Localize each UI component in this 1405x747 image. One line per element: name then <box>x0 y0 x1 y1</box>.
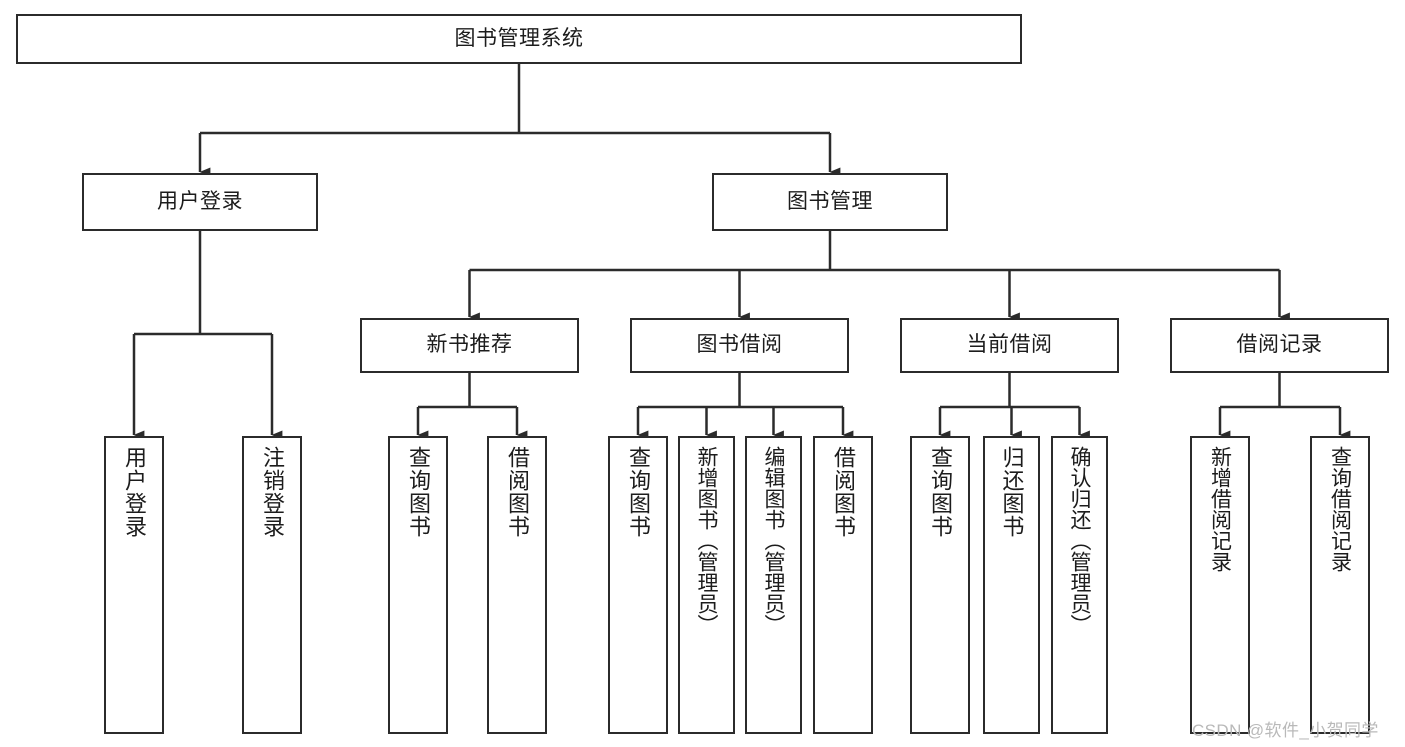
node-label-current-borrow: 当前借阅 <box>966 333 1053 357</box>
node-label-leaf-br-add: 新增借阅记录 <box>1208 446 1232 572</box>
node-root[interactable]: 图书管理系统 <box>16 14 1022 64</box>
node-label-root: 图书管理系统 <box>454 26 584 50</box>
node-label-user-login: 用户登录 <box>157 189 243 213</box>
node-label-leaf-bb-query: 查询图书 <box>626 446 651 538</box>
node-label-new-book-rec: 新书推荐 <box>426 333 513 357</box>
node-label-leaf-user-logout: 注销登录 <box>260 446 285 538</box>
node-leaf-rec-borrow[interactable]: 借阅图书 <box>487 436 547 734</box>
node-label-book-manage: 图书管理 <box>787 189 873 213</box>
node-label-book-borrow: 图书借阅 <box>696 333 783 357</box>
node-leaf-bb-edit[interactable]: 编辑图书（管理员） <box>745 436 802 734</box>
node-label-leaf-user-login: 用户登录 <box>122 446 147 538</box>
node-leaf-bb-borrow[interactable]: 借阅图书 <box>813 436 873 734</box>
node-label-borrow-record: 借阅记录 <box>1236 333 1323 357</box>
node-label-leaf-br-query: 查询借阅记录 <box>1328 446 1352 572</box>
node-leaf-bb-add[interactable]: 新增图书（管理员） <box>678 436 735 734</box>
node-label-leaf-bb-edit: 编辑图书（管理员） <box>762 446 785 635</box>
node-label-leaf-rec-query: 查询图书 <box>406 446 431 538</box>
node-label-leaf-bb-borrow: 借阅图书 <box>831 446 856 538</box>
node-label-leaf-bb-add: 新增图书（管理员） <box>695 446 718 635</box>
node-leaf-br-query[interactable]: 查询借阅记录 <box>1310 436 1370 734</box>
node-leaf-bb-query[interactable]: 查询图书 <box>608 436 668 734</box>
node-leaf-cb-confirm[interactable]: 确认归还（管理员） <box>1051 436 1108 734</box>
node-new-book-rec[interactable]: 新书推荐 <box>360 318 579 373</box>
node-leaf-cb-return[interactable]: 归还图书 <box>983 436 1040 734</box>
node-label-leaf-cb-return: 归还图书 <box>999 446 1025 538</box>
node-label-leaf-cb-confirm: 确认归还（管理员） <box>1068 446 1091 635</box>
node-current-borrow[interactable]: 当前借阅 <box>900 318 1119 373</box>
node-label-leaf-cb-query: 查询图书 <box>928 446 953 538</box>
node-leaf-user-logout[interactable]: 注销登录 <box>242 436 302 734</box>
node-leaf-rec-query[interactable]: 查询图书 <box>388 436 448 734</box>
node-label-leaf-rec-borrow: 借阅图书 <box>505 446 530 538</box>
node-book-manage[interactable]: 图书管理 <box>712 173 948 231</box>
node-borrow-record[interactable]: 借阅记录 <box>1170 318 1389 373</box>
node-leaf-br-add[interactable]: 新增借阅记录 <box>1190 436 1250 734</box>
node-user-login[interactable]: 用户登录 <box>82 173 318 231</box>
node-leaf-cb-query[interactable]: 查询图书 <box>910 436 970 734</box>
node-book-borrow[interactable]: 图书借阅 <box>630 318 849 373</box>
node-leaf-user-login[interactable]: 用户登录 <box>104 436 164 734</box>
